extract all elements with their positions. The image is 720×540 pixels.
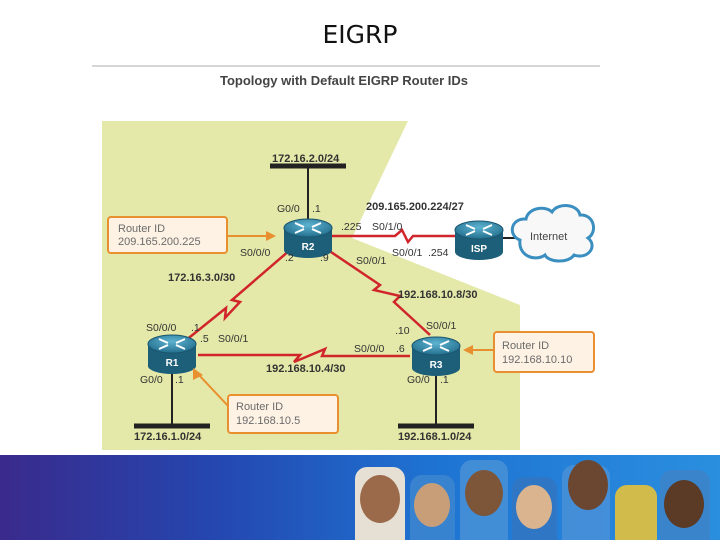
person-photo <box>465 470 503 516</box>
serial-link-r1-r3 <box>198 346 410 364</box>
router-r1-label: R1 <box>166 358 179 369</box>
topology-diagram: Internet R2 ISP R1 R3 172.16.2.0/24 172.… <box>102 121 596 450</box>
photo-tile <box>615 485 657 540</box>
interface-label: .10 <box>395 325 410 337</box>
network-label: 172.16.1.0/24 <box>134 431 202 443</box>
interface-label: .1 <box>191 322 200 334</box>
interface-label: .1 <box>312 203 321 215</box>
interface-label: .254 <box>428 247 449 259</box>
interface-label: .9 <box>320 252 329 264</box>
callout-value: 209.165.200.225 <box>118 236 201 248</box>
callout-router-id-r2: Router ID 209.165.200.225 <box>107 216 276 254</box>
network-label: 172.16.2.0/24 <box>272 153 340 165</box>
serial-link-r2-r3 <box>327 248 431 336</box>
router-r3-label: R3 <box>430 360 443 371</box>
person-photo <box>568 460 608 510</box>
router-isp-label: ISP <box>471 244 487 255</box>
interface-label: .1 <box>175 374 184 386</box>
network-label: 192.168.10.8/30 <box>398 289 478 301</box>
callout-value: 192.168.10.5 <box>236 415 300 427</box>
interface-label: .225 <box>341 221 362 233</box>
serial-link-r2-isp <box>330 228 460 245</box>
person-photo <box>414 483 450 527</box>
person-photo <box>360 475 400 523</box>
interface-label: .1 <box>440 374 449 386</box>
interface-label: G0/0 <box>407 374 430 386</box>
interface-label: S0/0/1 <box>392 247 423 259</box>
interface-label: G0/0 <box>277 203 300 215</box>
interface-label: S0/0/0 <box>240 247 271 259</box>
internet-cloud-icon <box>510 204 596 263</box>
callout-title: Router ID <box>502 340 549 352</box>
network-label: 209.165.200.224/27 <box>366 201 464 213</box>
footer-banner <box>0 455 720 540</box>
callout-value: 192.168.10.10 <box>502 354 572 366</box>
callout-router-id-r1: Router ID 192.168.10.5 <box>193 368 339 434</box>
figure-caption: Topology with Default EIGRP Router IDs <box>220 73 468 88</box>
callout-router-id-r3: Router ID 192.168.10.10 <box>463 331 595 373</box>
interface-label: .5 <box>200 333 209 345</box>
person-photo <box>516 485 552 529</box>
interface-label: S0/0/1 <box>426 320 457 332</box>
slide-title: EIGRP <box>322 20 398 49</box>
interface-label: S0/0/1 <box>356 255 387 267</box>
interface-label: .6 <box>396 343 405 355</box>
network-label: 172.16.3.0/30 <box>168 272 235 284</box>
network-label: 192.168.1.0/24 <box>398 431 472 443</box>
network-label: 192.168.10.4/30 <box>266 363 346 375</box>
interface-label: .2 <box>285 252 294 264</box>
router-r2-label: R2 <box>302 242 315 253</box>
interface-label: S0/0/0 <box>354 343 385 355</box>
title-divider <box>92 65 600 67</box>
callout-title: Router ID <box>236 401 283 413</box>
interface-label: S0/0/1 <box>218 333 249 345</box>
interface-label: G0/0 <box>140 374 163 386</box>
person-photo <box>664 480 704 528</box>
internet-label: Internet <box>530 231 567 243</box>
interface-label: S0/1/0 <box>372 221 403 233</box>
serial-link-r1-r2 <box>179 249 291 346</box>
callout-title: Router ID <box>118 223 165 235</box>
interface-label: S0/0/0 <box>146 322 177 334</box>
